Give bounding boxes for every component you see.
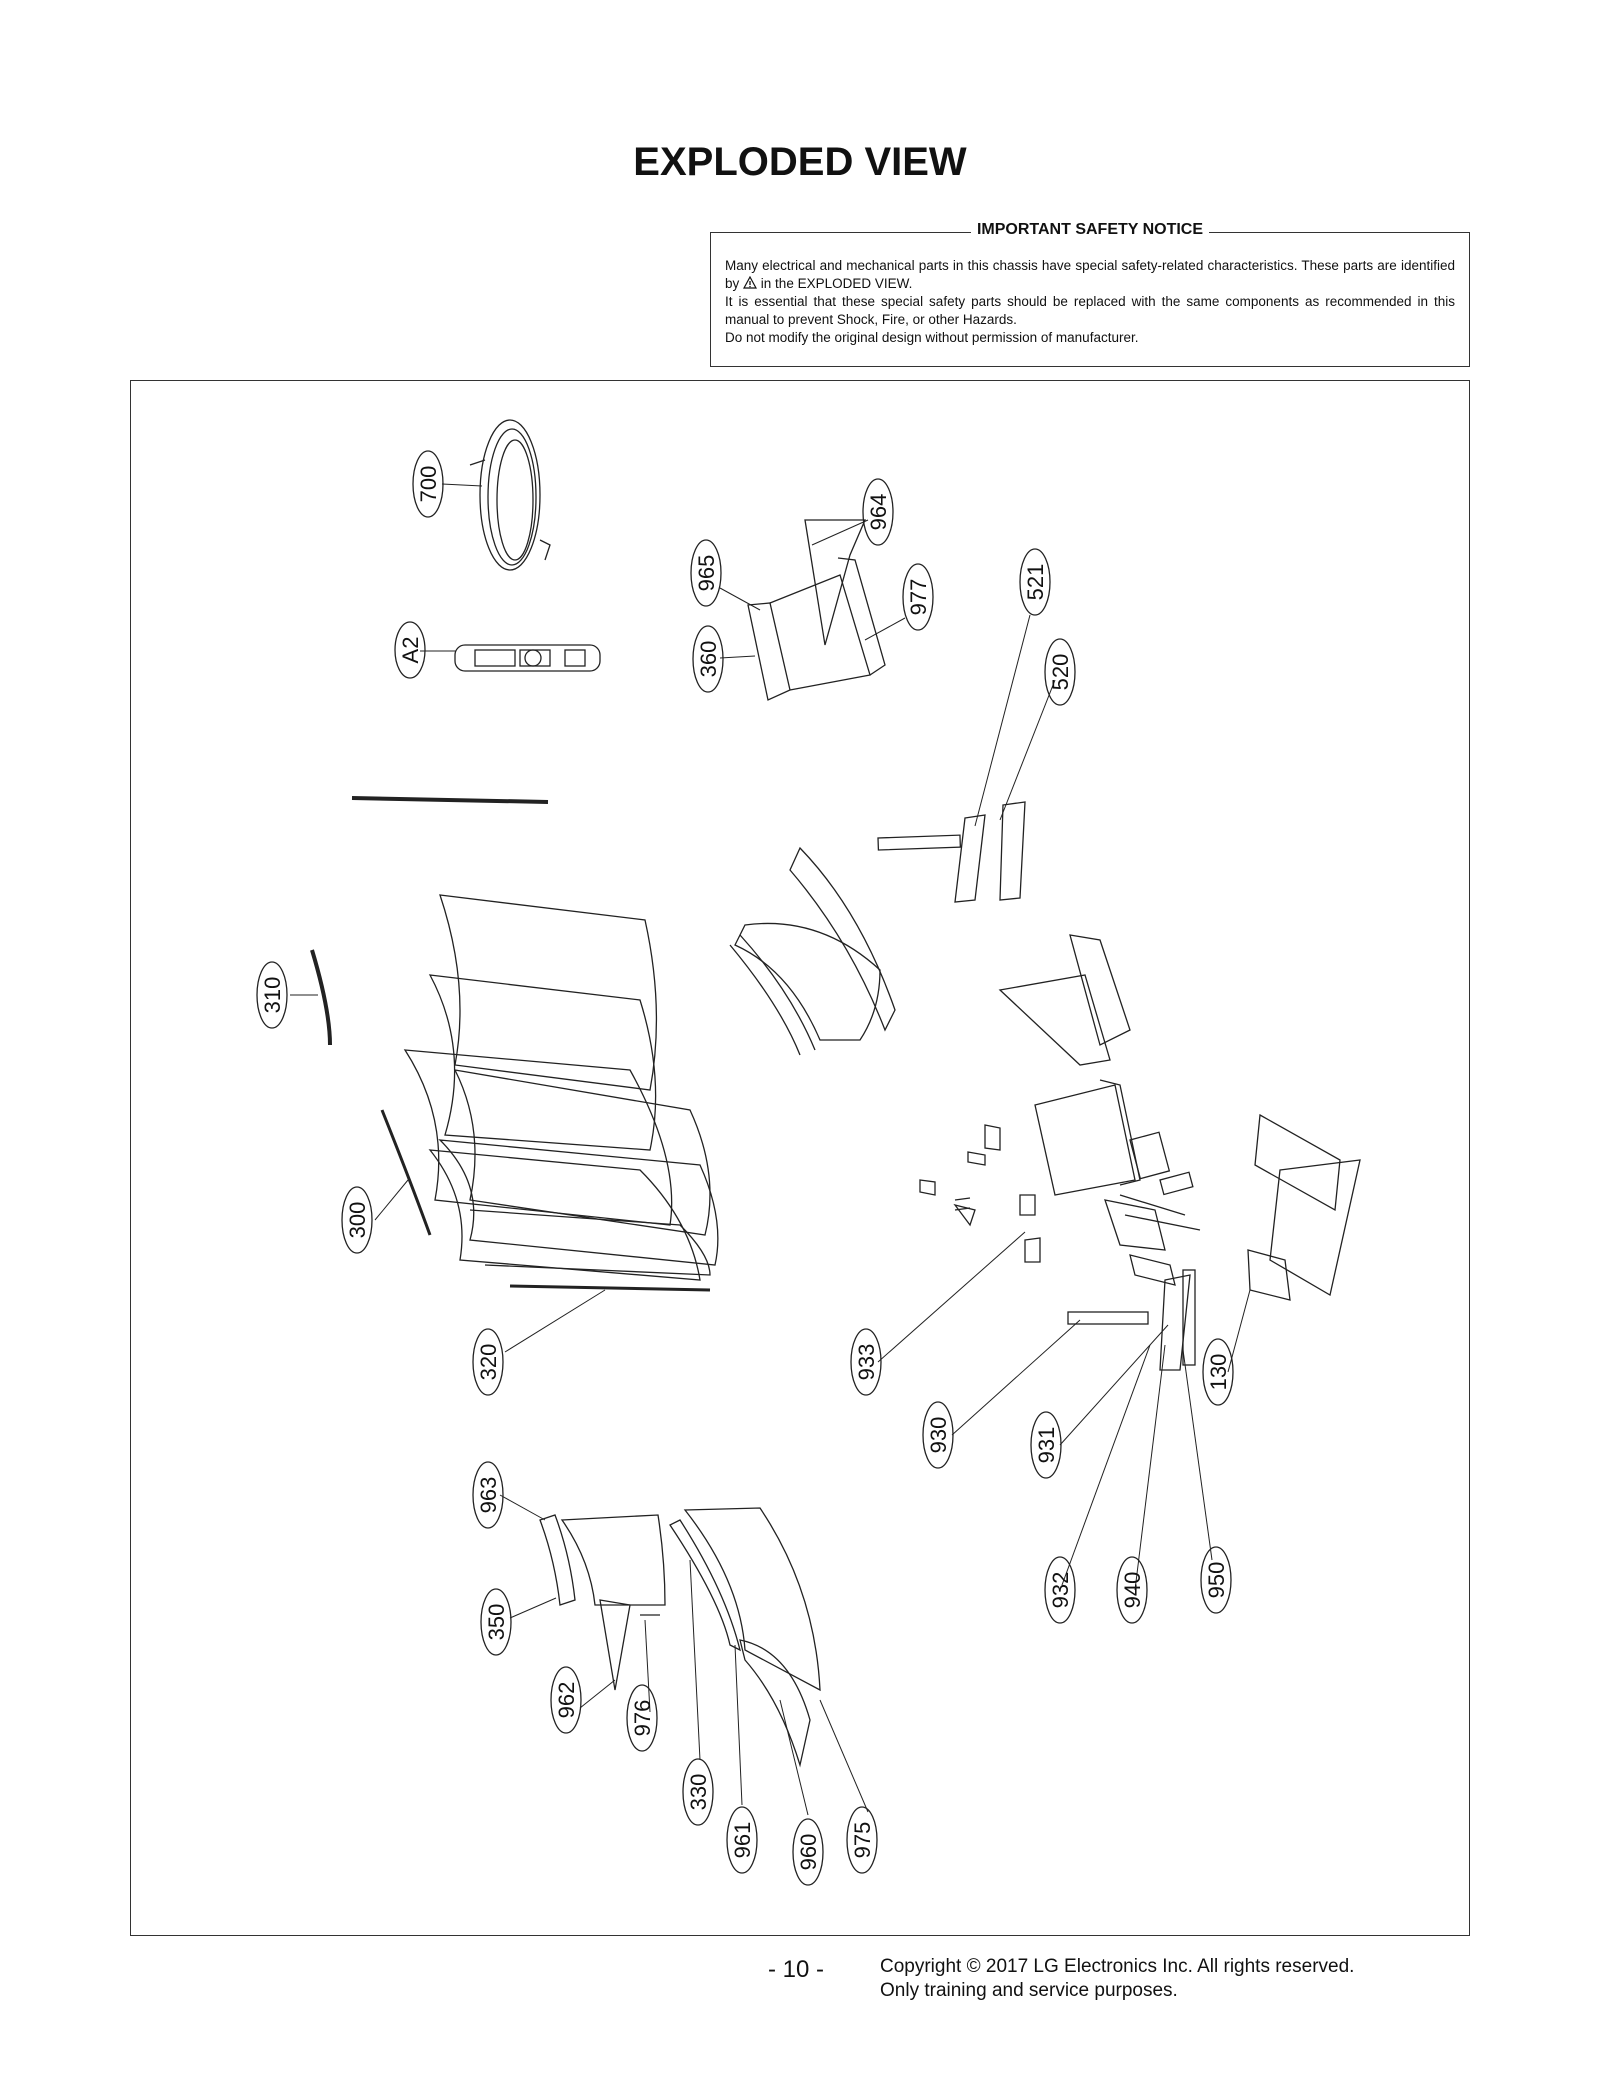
top-rail-drawing [351,796,549,804]
callout-300: 300 [345,1202,370,1239]
leader-lines [290,483,1251,1816]
remote-control-drawing [454,644,601,672]
notice-line-2: It is essential that these special safet… [725,294,1455,327]
callout-700: 700 [416,466,441,503]
callout-975: 975 [850,1822,875,1859]
rear-bracket-drawing [877,801,1026,903]
stand-bottom-drawing [539,1514,666,1691]
display-panel-layers-drawing [403,894,719,1292]
small-parts-drawing [919,1124,1041,1263]
callout-ellipses [256,450,1234,1886]
callout-932: 932 [1048,1572,1073,1609]
callout-360: 360 [696,641,721,678]
callout-940: 940 [1120,1572,1145,1609]
callout-964: 964 [866,494,891,531]
rear-cover-bottom-drawing [669,1507,821,1768]
callout-320: 320 [476,1344,501,1381]
copyright-line-1: Copyright © 2017 LG Electronics Inc. All… [880,1956,1355,1977]
callout-310: 310 [260,977,285,1014]
callout-961: 961 [730,1822,755,1859]
back-cover-drawing [729,846,896,1056]
side-board-drawing [1247,1113,1361,1301]
notice-line-3: Do not modify the original design withou… [725,330,1139,345]
callout-976: 976 [630,1700,655,1737]
callout-933: 933 [854,1344,879,1381]
callout-130: 130 [1206,1354,1231,1391]
stand-top-drawing [747,519,886,701]
safety-notice-body: Many electrical and mechanical parts in … [725,257,1455,347]
callout-960: 960 [796,1834,821,1871]
callout-950: 950 [1204,1562,1229,1599]
callout-962: 962 [554,1682,579,1719]
callout-965: 965 [694,555,719,592]
callout-930: 930 [926,1417,951,1454]
callout-330: 330 [686,1774,711,1811]
callout-977: 977 [906,579,931,616]
page-number: - 10 - [768,1956,825,1983]
page-title: EXPLODED VIEW [633,140,967,184]
safety-notice-heading: IMPORTANT SAFETY NOTICE [970,221,1210,238]
bottom-bracket-drawing [1067,1269,1196,1371]
bottom-frame-drawing [380,1109,432,1236]
safety-notice-box: IMPORTANT SAFETY NOTICE Many electrical … [710,221,1470,367]
power-cord-drawing [469,419,551,571]
copyright-line-2: Only training and service purposes. [880,1980,1178,2001]
main-board-drawing [998,934,1201,1286]
side-frame-drawing [310,949,332,1046]
callout-A2: A2 [398,637,423,664]
callout-350: 350 [484,1604,509,1641]
exploded-view-frame [130,380,1470,1936]
callout-963: 963 [476,1477,501,1514]
warning-triangle-icon [743,276,758,289]
notice-line-1-tail: in the EXPLODED VIEW. [760,276,913,291]
callout-931: 931 [1034,1427,1059,1464]
notice-line-1: Many electrical and mechanical parts in … [725,258,1455,291]
callout-521: 521 [1023,564,1048,601]
callout-520: 520 [1048,654,1073,691]
copyright-notice: Copyright © 2017 LG Electronics Inc. All… [880,1955,1354,2003]
